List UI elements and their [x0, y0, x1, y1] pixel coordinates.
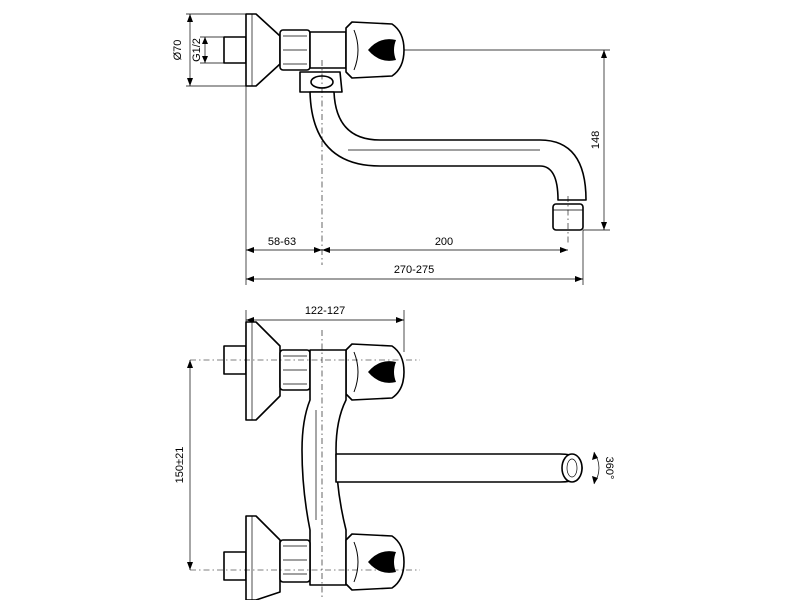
side-view: Ø70 G1/2 148 58-63 200 270-275 — [172, 13, 610, 285]
lower-inlet-pipe — [223, 551, 247, 581]
front-aerator — [561, 453, 583, 483]
upper-wall-flange — [245, 321, 281, 421]
front-view: 122-127 — [174, 305, 615, 600]
dim-height: 148 — [590, 131, 602, 149]
dim-offset: 58-63 — [268, 236, 296, 248]
dim-rotation: 360° — [603, 457, 615, 480]
aerator — [552, 203, 584, 231]
lower-wall-flange — [245, 515, 281, 600]
dim-centers: 150±21 — [174, 447, 186, 484]
spout — [309, 91, 587, 201]
lower-hex-nut — [279, 539, 311, 583]
dim-projection: 122-127 — [305, 305, 345, 317]
dim-spout: 200 — [435, 236, 453, 248]
wall-flange — [245, 13, 281, 87]
valve-body — [309, 31, 347, 69]
dim-diameter: Ø70 — [172, 40, 184, 61]
dim-total: 270-275 — [394, 264, 434, 276]
inlet-pipe — [223, 36, 247, 64]
front-spout — [335, 453, 583, 483]
dim-thread: G1/2 — [191, 38, 203, 62]
